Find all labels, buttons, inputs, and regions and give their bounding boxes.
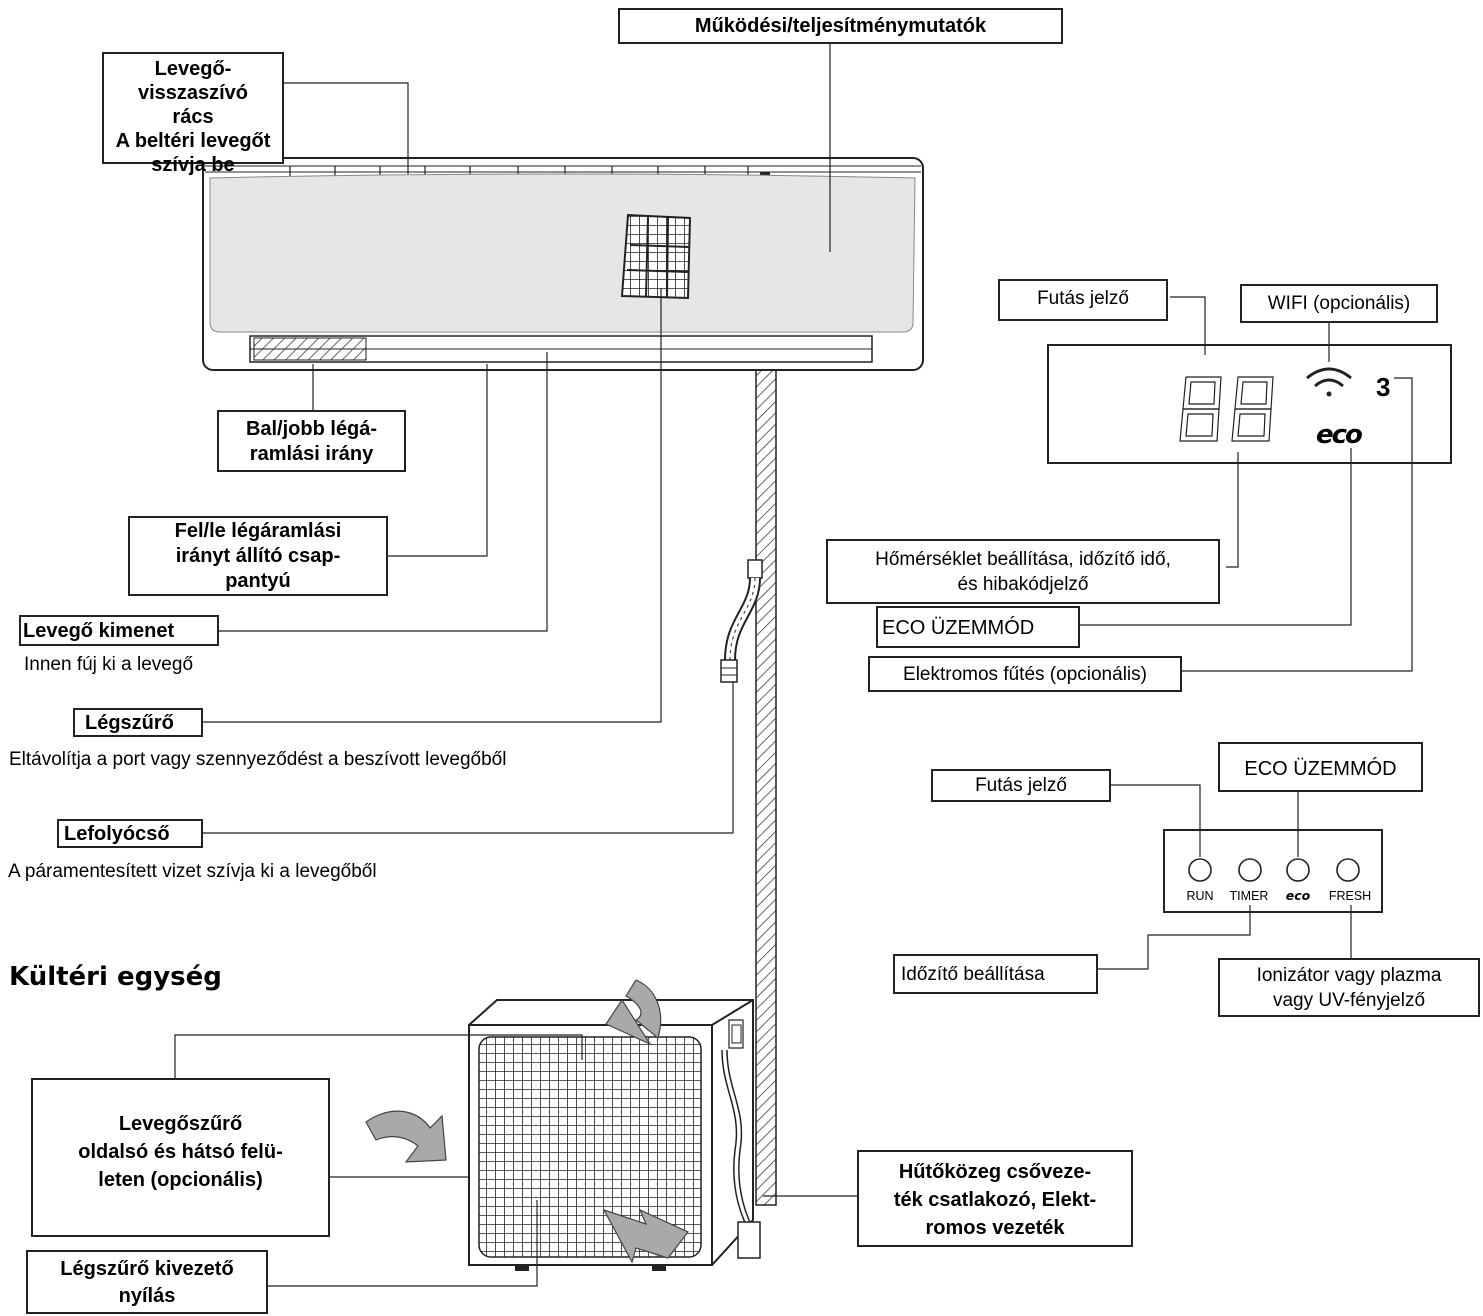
label-side-back-filter: Levegőszűrő oldalsó és hátsó felü- leten… [31, 1078, 330, 1237]
drain-hose-graphic [720, 559, 763, 683]
label-electric-heating: Elektromos fűtés (opcionális) [868, 656, 1182, 692]
label-lr-airflow: Bal/jobb légá- ramlási irány [217, 410, 406, 472]
label-wifi: WIFI (opcionális) [1240, 284, 1438, 323]
eco-icon: eco [1316, 420, 1362, 450]
ud-louver-line-1: Fel/le légáramlási [174, 520, 342, 542]
return-grille-line-2: rács [172, 106, 214, 128]
filter-outlet-line-1: Légszűrő kivezető [60, 1258, 234, 1280]
outdoor-grille [478, 1036, 702, 1258]
label-refrigerant: Hűtőközeg csőveze- ték csatlakozó, Elekt… [857, 1150, 1133, 1247]
label-temp-timer-error: Hőmérséklet beállítása, időzítő idő, és … [826, 539, 1220, 604]
ionizer-line-1: Ionizátor vagy plazma [1256, 965, 1442, 986]
label-performance-indicators: Működési/teljesítménymutatók [618, 8, 1063, 44]
label-run-indicator-2: Futás jelző [931, 769, 1111, 802]
run-label: RUN [1186, 889, 1213, 903]
airflow-arrows [365, 979, 689, 1264]
outdoor-leader-lines [174, 1034, 857, 1287]
label-filter-outlet: Légszűrő kivezető nyílás [26, 1250, 268, 1314]
timer-label: TIMER [1230, 889, 1269, 903]
return-grille-line-1: Levegő-visszaszívó [137, 58, 249, 104]
label-air-outlet: Levegő kimenet [19, 615, 219, 646]
air-outlet-desc: Innen fúj ki a levegő [24, 654, 194, 675]
ionizer-line-2: vagy UV-fényjelző [1272, 990, 1426, 1011]
label-air-filter: Légszűrő [73, 708, 203, 737]
panel1-leader-lines [1080, 296, 1413, 672]
lr-airflow-line-2: ramlási irány [249, 443, 374, 465]
outdoor-heading: Kültéri egység [9, 962, 222, 992]
outdoor-unit [468, 999, 761, 1271]
front-panel [209, 173, 916, 333]
timer-led-icon [1238, 858, 1262, 882]
return-grille-line-4: szívja be [151, 154, 235, 176]
fresh-led-icon [1336, 858, 1360, 882]
label-ionizer: Ionizátor vagy plazma vagy UV-fényjelző [1218, 958, 1480, 1017]
eco-label: eco [1286, 888, 1311, 903]
heater-icon: 3 [1376, 372, 1390, 402]
ud-louver-line-3: pantyú [225, 570, 291, 592]
temp-timer-error-line-2: és hibakódjelző [957, 574, 1089, 595]
refrigerant-pipe [755, 369, 777, 1206]
eco-led-icon [1286, 858, 1310, 882]
drain-hose-desc: A páramentesített vizet szívja ki a leve… [8, 861, 377, 882]
run-led-icon [1188, 858, 1212, 882]
lr-louvers [253, 337, 367, 361]
fresh-label: FRESH [1329, 889, 1371, 903]
refrigerant-line-2: ték csatlakozó, Elekt- [893, 1189, 1097, 1211]
display-panel-1: 3 eco [1047, 344, 1452, 464]
label-ud-louver: Fel/le légáramlási irányt állító csap- p… [128, 516, 388, 596]
wifi-icon [1306, 367, 1352, 397]
side-back-filter-line-1: Levegőszűrő [118, 1113, 243, 1135]
label-run-indicator-1: Futás jelző [998, 279, 1168, 321]
display-panel-2: RUN TIMER eco FRESH [1163, 829, 1383, 913]
air-filter-desc: Eltávolítja a port vagy szennyeződést a … [9, 749, 507, 770]
return-grille-line-3: A beltéri levegőt [115, 130, 271, 152]
temp-timer-error-line-1: Hőmérséklet beállítása, időzítő idő, [875, 549, 1171, 570]
label-timer-setting: Időzítő beállítása [893, 954, 1098, 994]
indoor-leader-lines [203, 40, 1063, 834]
label-eco-mode-2: ECO ÜZEMMÓD [1218, 742, 1423, 792]
label-return-grille: Levegő-visszaszívó rács A beltéri levegő… [102, 52, 284, 176]
panel2-leader-lines [1098, 784, 1352, 970]
air-filter-graphic [620, 213, 692, 300]
refrigerant-line-1: Hűtőközeg csőveze- [898, 1161, 1092, 1183]
ud-louver-line-2: irányt állító csap- [175, 545, 341, 567]
indoor-unit [202, 157, 924, 371]
refrigerant-line-3: romos vezeték [925, 1217, 1065, 1239]
label-eco-mode-1: ECO ÜZEMMÓD [876, 606, 1080, 648]
filter-outlet-line-2: nyílás [118, 1285, 176, 1307]
led-digits [1179, 376, 1274, 442]
lr-airflow-line-1: Bal/jobb légá- [245, 418, 378, 440]
label-drain-hose: Lefolyócső [57, 819, 203, 848]
side-back-filter-line-3: leten (opcionális) [98, 1169, 263, 1191]
side-back-filter-line-2: oldalsó és hátsó felü- [78, 1141, 283, 1163]
